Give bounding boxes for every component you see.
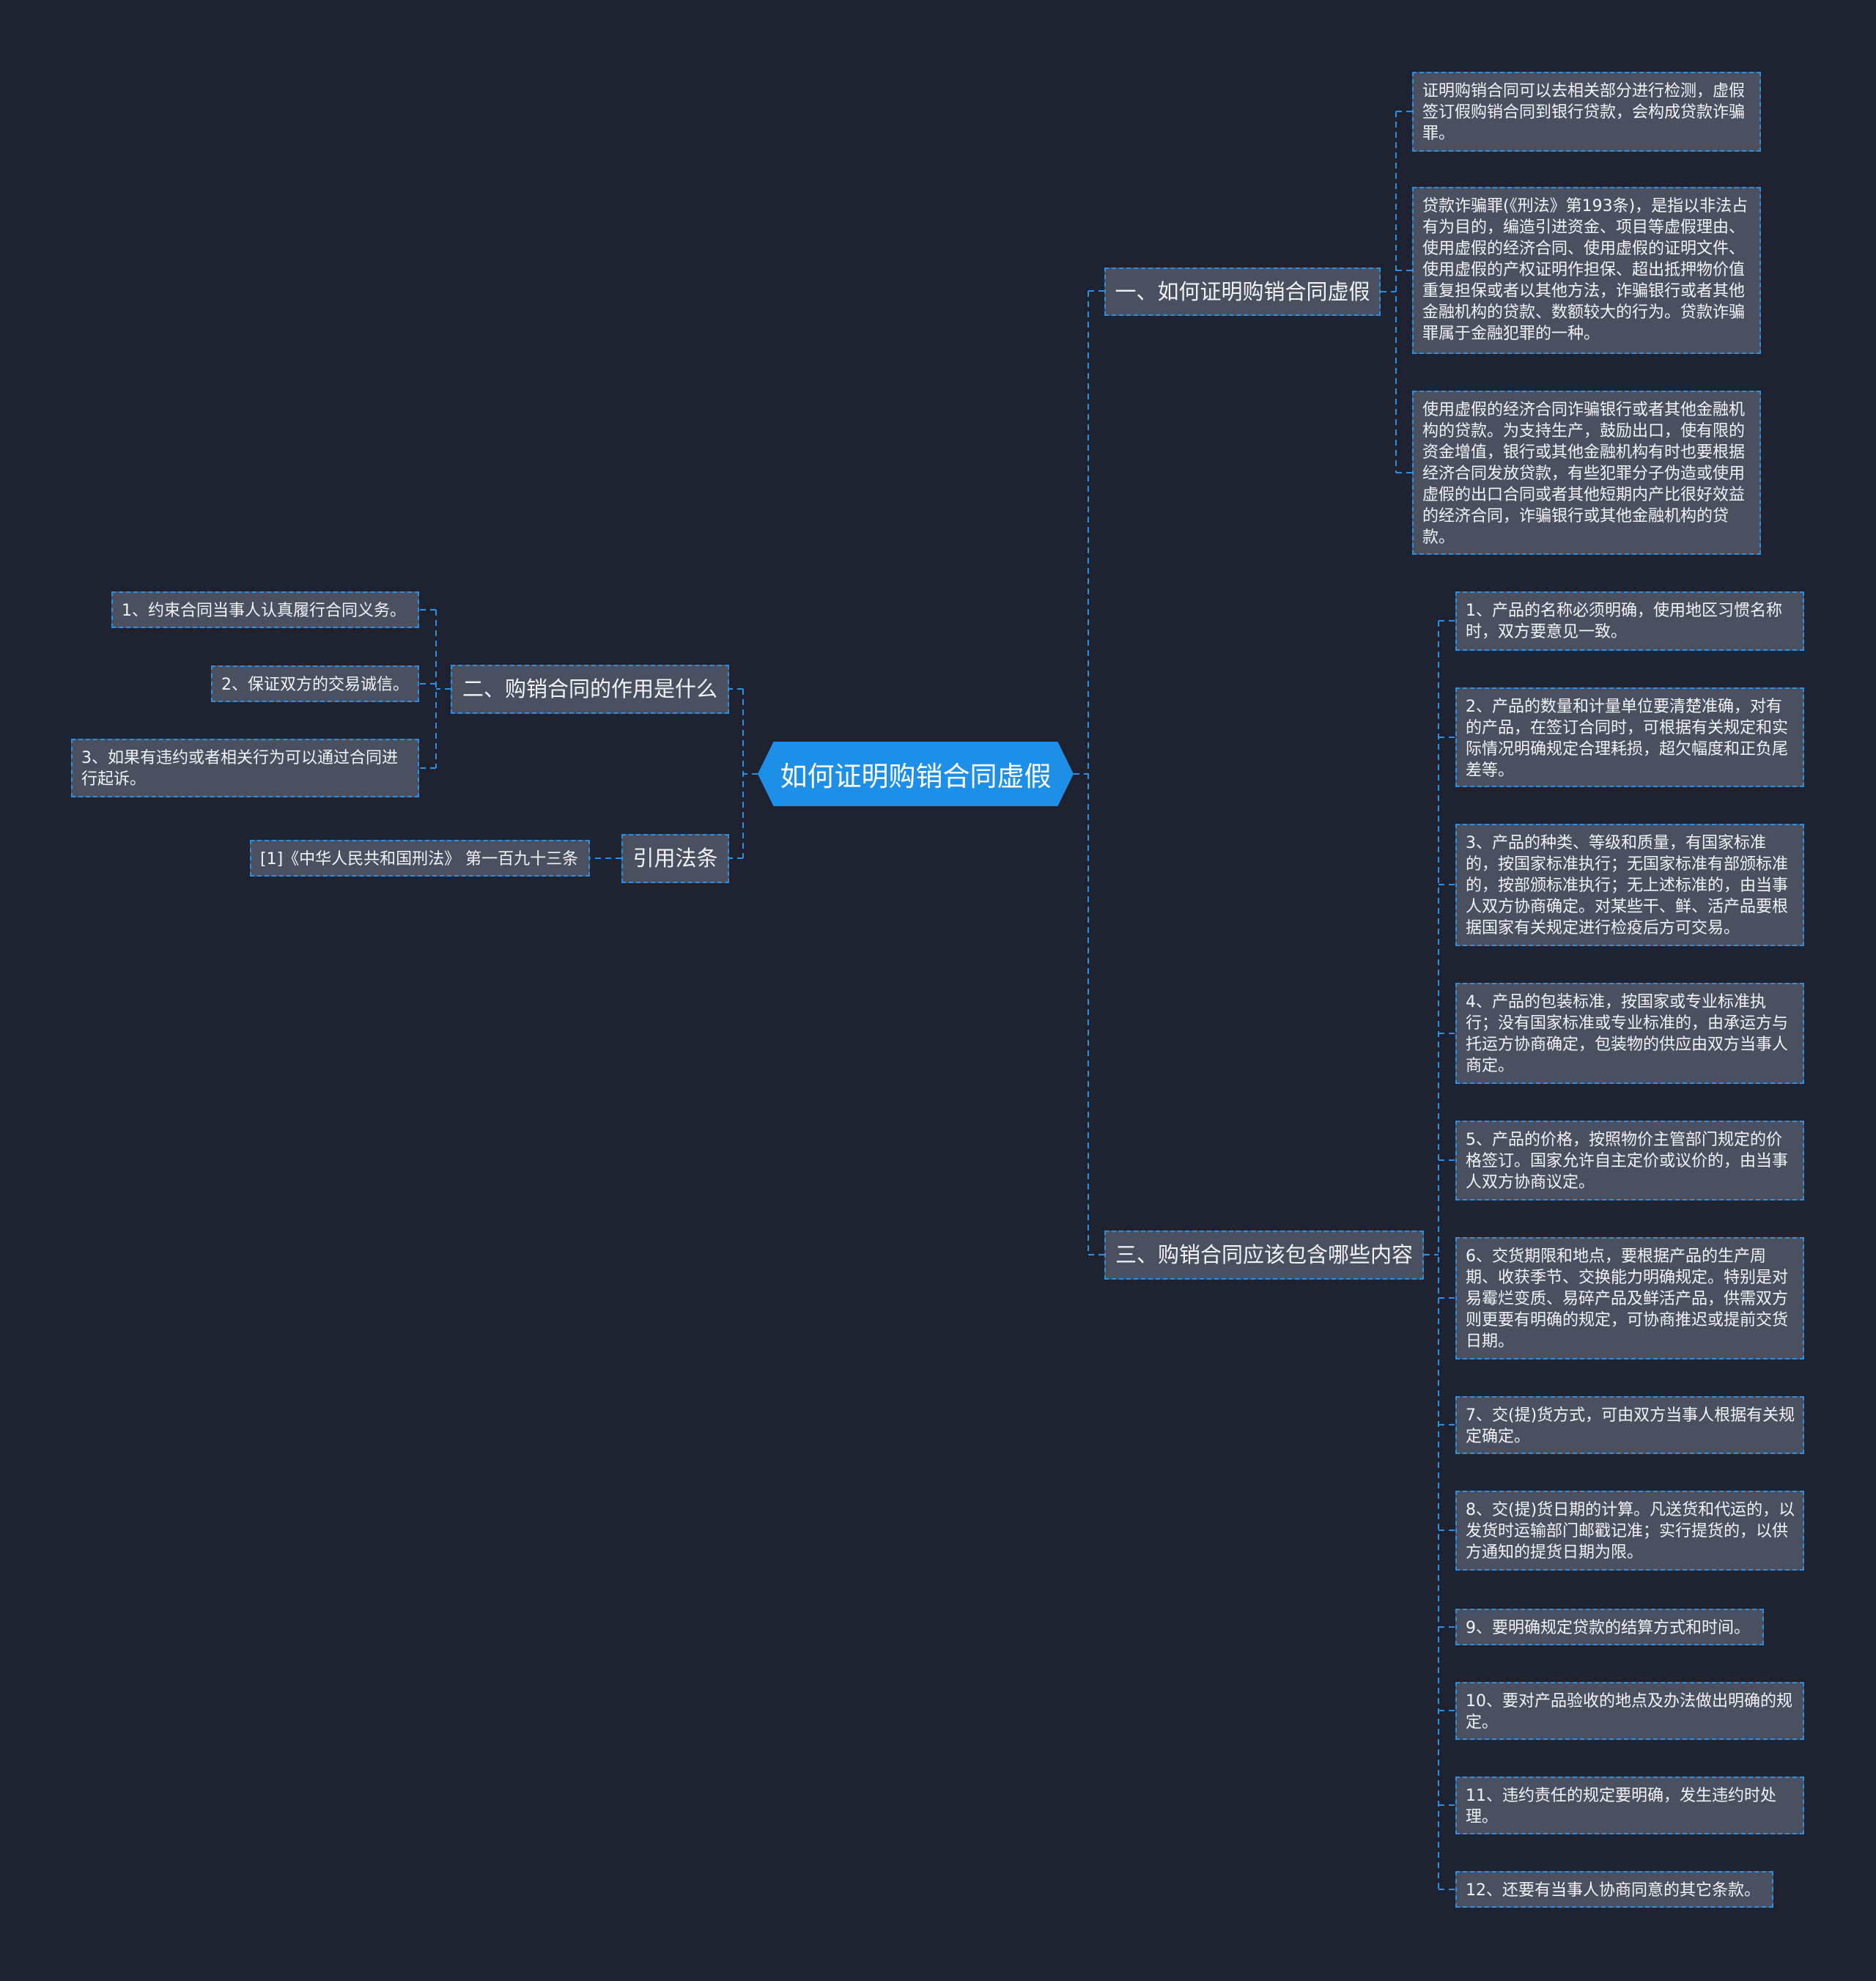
purpose-item[interactable]: 1、约束合同当事人认真履行合同义务。 [111,591,419,628]
content-item[interactable]: 1、产品的名称必须明确，使用地区习惯名称时，双方要意见一致。 [1455,591,1804,651]
branch-contract-purpose[interactable]: 二、购销合同的作用是什么 [451,665,729,714]
purpose-item[interactable]: 2、保证双方的交易诚信。 [211,665,419,702]
branch-how-to-prove-fake[interactable]: 一、如何证明购销合同虚假 [1104,268,1381,316]
root-topic[interactable]: 如何证明购销合同虚假 [758,742,1074,806]
content-item[interactable]: 4、产品的包装标准，按国家或专业标准执行；没有国家标准或专业标准的，由承运方与托… [1455,983,1804,1084]
content-item[interactable]: 2、产品的数量和计量单位要清楚准确，对有的产品，在签订合同时，可根据有关规定和实… [1455,687,1804,787]
purpose-item[interactable]: 3、如果有违约或者相关行为可以通过合同进行起诉。 [71,739,419,797]
content-item[interactable]: 11、违约责任的规定要明确，发生违约时处理。 [1455,1777,1804,1834]
leaf-detection[interactable]: 证明购销合同可以去相关部分进行检测，虚假签订假购销合同到银行贷款，会构成贷款诈骗… [1412,72,1761,152]
content-item[interactable]: 3、产品的种类、等级和质量，有国家标准的，按国家标准执行；无国家标准有部颁标准的… [1455,824,1804,946]
content-item[interactable]: 5、产品的价格，按照物价主管部门规定的价格签订。国家允许自主定价或议价的，由当事… [1455,1121,1804,1200]
branch-cited-law[interactable]: 引用法条 [621,834,729,883]
content-item[interactable]: 8、交(提)货日期的计算。凡送货和代运的，以发货时运输部门邮戳记准；实行提货的，… [1455,1491,1804,1571]
leaf-fake-contract-loans[interactable]: 使用虚假的经济合同诈骗银行或者其他金融机构的贷款。为支持生产，鼓励出口，使有限的… [1412,391,1761,555]
content-item[interactable]: 10、要对产品验收的地点及办法做出明确的规定。 [1455,1682,1804,1740]
content-item[interactable]: 9、要明确规定贷款的结算方式和时间。 [1455,1609,1764,1645]
branch-contract-contents[interactable]: 三、购销合同应该包含哪些内容 [1104,1231,1424,1280]
content-item[interactable]: 7、交(提)货方式，可由双方当事人根据有关规定确定。 [1455,1396,1804,1454]
cited-law-item[interactable]: [1]《中华人民共和国刑法》 第一百九十三条 [250,840,590,877]
leaf-loan-fraud-definition[interactable]: 贷款诈骗罪(《刑法》第193条)，是指以非法占有为目的，编造引进资金、项目等虚假… [1412,187,1761,354]
content-item[interactable]: 6、交货期限和地点，要根据产品的生产周期、收获季节、交换能力明确规定。特别是对易… [1455,1237,1804,1360]
content-item[interactable]: 12、还要有当事人协商同意的其它条款。 [1455,1871,1773,1908]
